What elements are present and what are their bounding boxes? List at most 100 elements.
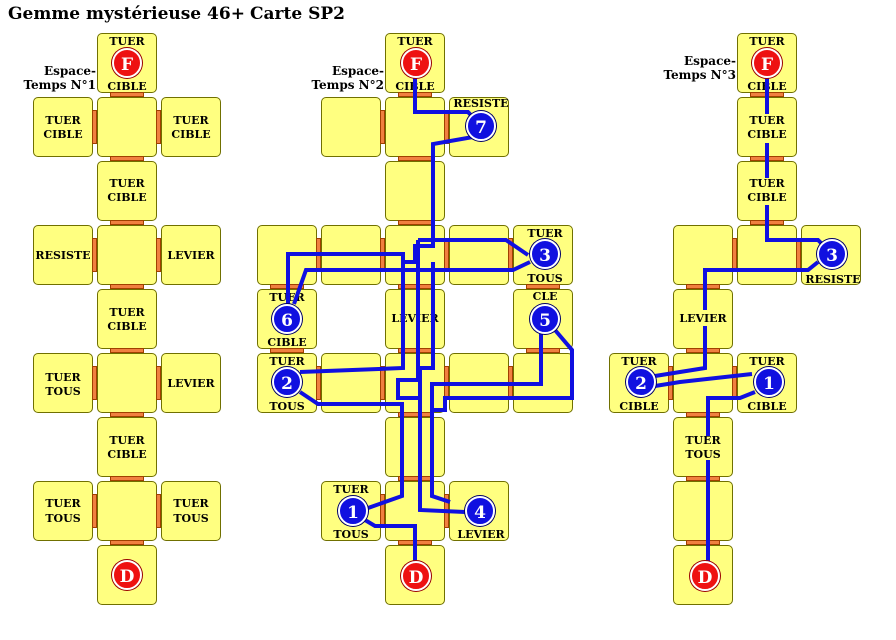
door (110, 540, 144, 545)
tile-label: TUER (269, 291, 305, 304)
door (270, 284, 304, 289)
tile[interactable] (97, 225, 157, 285)
tile-label: TUER (173, 114, 209, 127)
tile[interactable] (321, 225, 381, 285)
tile-label: TUER (749, 114, 785, 127)
tile[interactable] (97, 545, 157, 605)
tile[interactable] (385, 417, 445, 477)
door (668, 366, 673, 400)
tile[interactable] (97, 353, 157, 413)
waypoint-1: 1 (338, 496, 368, 526)
tile[interactable] (33, 225, 93, 285)
door (686, 348, 720, 353)
tile-label: TOUS (527, 272, 563, 285)
door (526, 348, 560, 353)
waypoint-4: 4 (465, 496, 495, 526)
tile-label: TUER (333, 483, 369, 496)
tile[interactable] (737, 97, 797, 157)
door (92, 494, 97, 528)
tile[interactable] (673, 481, 733, 541)
tile-label: TUER (269, 355, 305, 368)
door (750, 220, 784, 225)
tile[interactable] (385, 225, 445, 285)
tile[interactable] (385, 481, 445, 541)
door (110, 476, 144, 481)
waypoint-1: 1 (754, 367, 784, 397)
door (398, 220, 432, 225)
door (380, 238, 385, 272)
tile-label: TUER (749, 355, 785, 368)
tile-label: TOUS (173, 512, 209, 525)
door (92, 110, 97, 144)
tile-label: TOUS (685, 448, 721, 461)
tile[interactable] (257, 225, 317, 285)
finish-marker: F (112, 48, 142, 78)
tile-label: TUER (109, 434, 145, 447)
tile-label: CLE (532, 290, 558, 303)
tile[interactable] (161, 353, 221, 413)
door (110, 92, 144, 97)
tile[interactable] (321, 353, 381, 413)
tile[interactable] (737, 225, 797, 285)
door (92, 238, 97, 272)
tile-label: LEVIER (167, 249, 215, 262)
tile[interactable] (33, 481, 93, 541)
tile[interactable] (449, 353, 509, 413)
tile-label: TOUS (269, 400, 305, 413)
door (686, 412, 720, 417)
tile-label: CIBLE (747, 400, 787, 413)
tile[interactable] (385, 161, 445, 221)
door (92, 366, 97, 400)
map-2-label: Espace-Temps N°2 (311, 64, 384, 92)
tile[interactable] (161, 481, 221, 541)
door (796, 238, 801, 272)
tile[interactable] (449, 225, 509, 285)
tile-label: RESISTE (35, 249, 91, 262)
tile[interactable] (97, 97, 157, 157)
tile-label: TUER (45, 497, 81, 510)
tile[interactable] (321, 97, 381, 157)
door (156, 110, 161, 144)
tile[interactable] (161, 97, 221, 157)
tile[interactable] (673, 417, 733, 477)
tile-label: TUER (45, 114, 81, 127)
tile[interactable] (385, 353, 445, 413)
door (316, 238, 321, 272)
door (110, 284, 144, 289)
tile-label: CIBLE (619, 400, 659, 413)
tile-label: TOUS (45, 385, 81, 398)
tile-label: TUER (527, 227, 563, 240)
door (398, 476, 432, 481)
tile-label: TUER (173, 497, 209, 510)
map-3-label: Espace-Temps N°3 (663, 54, 736, 82)
start-marker: D (401, 561, 431, 591)
tile-label: CIBLE (171, 128, 211, 141)
tile-label: CIBLE (747, 80, 787, 93)
door (398, 156, 432, 161)
tile[interactable] (161, 225, 221, 285)
tile-label: TUER (749, 177, 785, 190)
tile[interactable] (513, 353, 573, 413)
tile-label: RESISTE (453, 97, 509, 110)
tile[interactable] (673, 225, 733, 285)
door (508, 366, 513, 400)
tile-label: TOUS (45, 512, 81, 525)
tile[interactable] (673, 353, 733, 413)
tile[interactable] (33, 97, 93, 157)
tile[interactable] (97, 417, 157, 477)
tile[interactable] (97, 481, 157, 541)
waypoint-2: 2 (272, 367, 302, 397)
tile[interactable] (97, 289, 157, 349)
door (398, 540, 432, 545)
tile-label: TUER (749, 35, 785, 48)
tile-label: TUER (397, 35, 433, 48)
door (156, 238, 161, 272)
door (110, 156, 144, 161)
tile-label: CIBLE (107, 448, 147, 461)
tile-label: RESISTE (805, 273, 861, 286)
door (380, 494, 385, 528)
waypoint-5: 5 (530, 304, 560, 334)
tile[interactable] (385, 97, 445, 157)
finish-marker: F (752, 48, 782, 78)
door (444, 494, 449, 528)
